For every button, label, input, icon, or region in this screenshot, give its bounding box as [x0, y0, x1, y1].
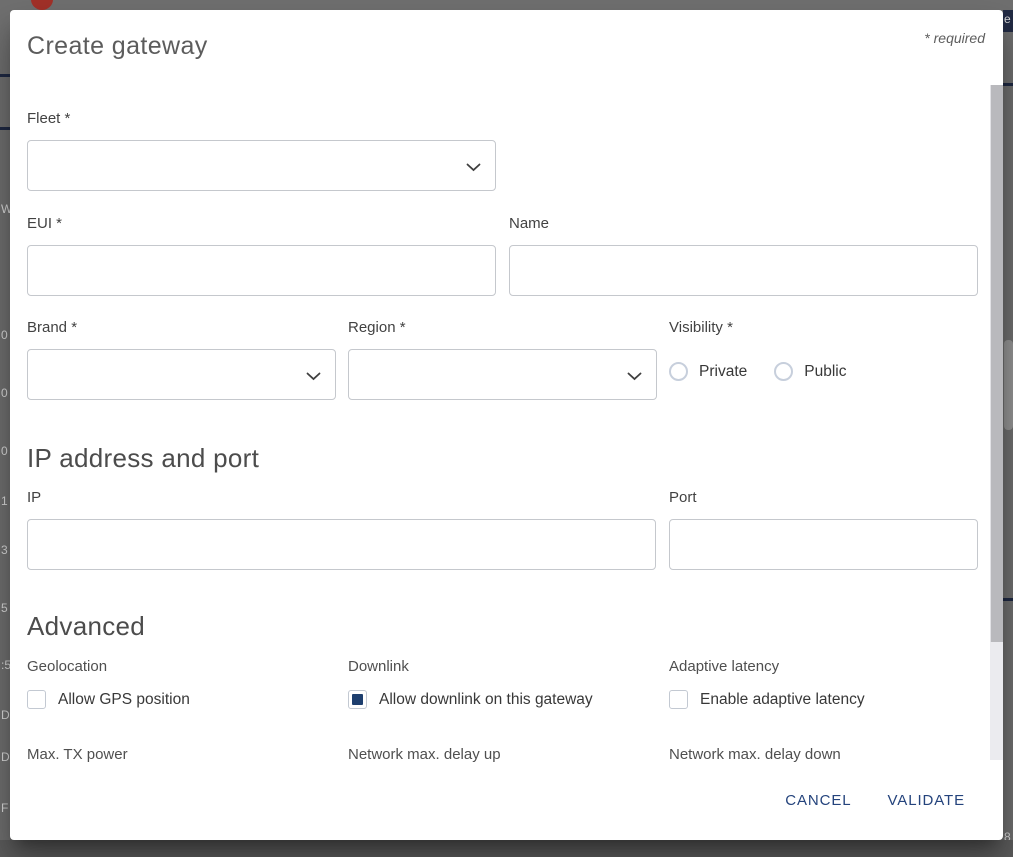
- visibility-private-radio[interactable]: [669, 362, 688, 381]
- fleet-label: Fleet *: [27, 110, 71, 127]
- background-divider: [0, 74, 10, 77]
- background-text-fragment: 8: [1004, 830, 1011, 844]
- chevron-down-icon: [466, 163, 481, 172]
- app-logo-icon: [31, 0, 53, 10]
- background-text-fragment: 0: [1, 386, 8, 400]
- dialog-title: Create gateway: [27, 32, 208, 60]
- downlink-label: Downlink: [348, 658, 409, 675]
- background-text-fragment: 0: [1, 328, 8, 342]
- background-bottom-edge: [0, 840, 1013, 857]
- enable-adaptive-latency-label: Enable adaptive latency: [700, 691, 865, 708]
- visibility-public-radio[interactable]: [774, 362, 794, 381]
- ip-input[interactable]: [27, 519, 656, 570]
- network-max-delay-down-label: Network max. delay down: [669, 746, 841, 763]
- background-text-fragment: :5: [1, 658, 10, 672]
- allow-gps-label: Allow GPS position: [58, 691, 190, 708]
- chevron-down-icon: [306, 372, 321, 381]
- geolocation-label: Geolocation: [27, 658, 108, 675]
- fleet-select[interactable]: [27, 140, 496, 191]
- dialog-scrollbar-track[interactable]: [990, 85, 1003, 760]
- validate-button[interactable]: VALIDATE: [876, 782, 978, 819]
- background-divider: [1003, 598, 1013, 601]
- background-text-fragment: 5: [1, 601, 8, 615]
- background-text-fragment: D: [1, 708, 10, 722]
- dialog-scrollbar-thumb[interactable]: [990, 85, 1003, 642]
- background-text-fragment: 1: [1, 494, 8, 508]
- port-input[interactable]: [669, 519, 978, 570]
- create-gateway-dialog: Create gateway * required Fleet * EUI * …: [10, 10, 1003, 840]
- eui-input[interactable]: [27, 245, 496, 296]
- brand-select[interactable]: [27, 349, 336, 400]
- eui-label: EUI *: [27, 215, 63, 232]
- network-max-delay-up-label: Network max. delay up: [348, 746, 501, 763]
- cancel-button[interactable]: CANCEL: [773, 782, 863, 819]
- visibility-public-label: Public: [804, 362, 847, 380]
- port-label: Port: [669, 489, 697, 506]
- ip-section-heading: IP address and port: [27, 443, 260, 473]
- advanced-heading: Advanced: [27, 611, 146, 641]
- ip-label: IP: [27, 489, 42, 506]
- background-text-fragment: e: [1004, 12, 1011, 26]
- region-select[interactable]: [348, 349, 657, 400]
- background-scroll-fragment: [1004, 340, 1013, 430]
- background-text-fragment: F: [1, 801, 9, 815]
- chevron-down-icon: [627, 372, 642, 381]
- background-text-fragment: W: [1, 202, 10, 216]
- background-text-fragment: 3: [1, 543, 8, 557]
- visibility-label: Visibility *: [669, 319, 733, 336]
- allow-gps-checkbox[interactable]: [27, 690, 46, 709]
- dialog-actions: CANCEL VALIDATE: [773, 782, 977, 819]
- checkbox-fill-icon: [352, 694, 363, 705]
- background-text-fragment: D: [1, 750, 10, 764]
- allow-downlink-label: Allow downlink on this gateway: [379, 691, 593, 708]
- region-label: Region *: [348, 319, 406, 336]
- enable-adaptive-latency-checkbox[interactable]: [669, 690, 688, 709]
- brand-label: Brand *: [27, 319, 78, 336]
- name-label: Name: [509, 215, 550, 232]
- visibility-radio-group: Private Public: [669, 362, 846, 381]
- allow-downlink-checkbox[interactable]: [348, 690, 367, 709]
- max-tx-power-label: Max. TX power: [27, 746, 128, 763]
- background-divider: [0, 127, 10, 130]
- required-note: * required: [924, 30, 985, 46]
- background-header-fragment: [1003, 10, 1013, 32]
- background-text-fragment: 0: [1, 444, 8, 458]
- adaptive-latency-label: Adaptive latency: [669, 658, 780, 675]
- name-input[interactable]: [509, 245, 978, 296]
- visibility-private-label: Private: [699, 362, 748, 380]
- background-divider: [1003, 83, 1013, 86]
